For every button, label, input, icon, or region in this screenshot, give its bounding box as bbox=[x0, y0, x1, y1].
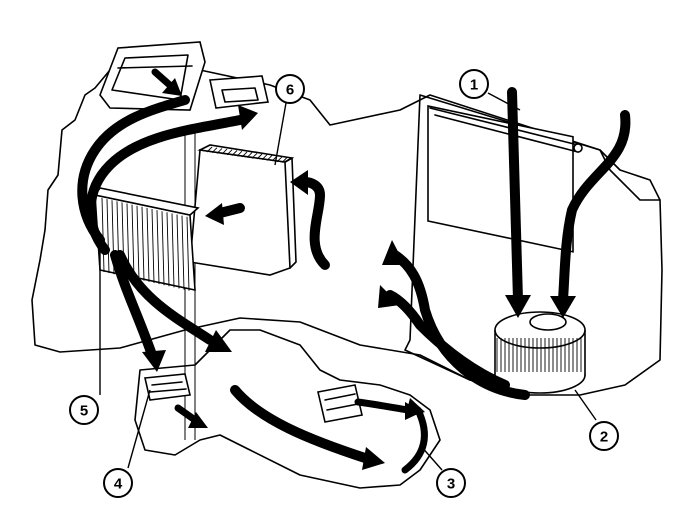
leader-line-1 bbox=[487, 92, 521, 111]
heater-core-fin bbox=[256, 153, 263, 160]
heater-core-fin bbox=[281, 157, 288, 163]
arrow-head bbox=[550, 296, 576, 318]
airflow-arrow bbox=[115, 250, 215, 345]
evaporator-fin bbox=[171, 213, 175, 288]
heater-core-fin bbox=[216, 148, 223, 154]
evaporator-fin bbox=[141, 206, 145, 281]
floor-door bbox=[144, 373, 191, 401]
heater-core-fin bbox=[236, 150, 243, 157]
leader-line-4 bbox=[127, 389, 151, 469]
evaporator-fin bbox=[106, 199, 110, 274]
leader-line-3 bbox=[419, 444, 443, 471]
callout-label: 2 bbox=[600, 429, 608, 446]
arrow-head bbox=[205, 330, 232, 352]
evaporator-fin bbox=[166, 212, 170, 287]
evaporator-fin bbox=[176, 214, 180, 289]
evaporator-fin bbox=[151, 208, 155, 284]
evaporator-fin bbox=[161, 211, 165, 286]
evaporator-fin bbox=[101, 197, 105, 273]
airflow-arrow bbox=[300, 177, 330, 270]
heater-core-fin bbox=[211, 147, 218, 154]
heater-core-fin bbox=[241, 151, 248, 158]
mode-door-top bbox=[209, 75, 269, 109]
airflow-arrow bbox=[401, 406, 428, 474]
evaporator-fin bbox=[146, 207, 150, 282]
arrow-head bbox=[142, 350, 166, 372]
callout-label: 4 bbox=[114, 476, 123, 493]
callout-1: 1 bbox=[459, 69, 489, 99]
airflow-arrow bbox=[385, 290, 510, 390]
heater-core-fin bbox=[251, 152, 258, 159]
evaporator-fin bbox=[186, 216, 190, 291]
evaporator-fin bbox=[136, 205, 140, 280]
evaporator-fin bbox=[131, 204, 135, 279]
arrow-head bbox=[362, 447, 385, 470]
arrow-head bbox=[382, 240, 405, 265]
arrow-head bbox=[378, 285, 400, 308]
blower-motor bbox=[494, 311, 586, 394]
leader-line-2 bbox=[574, 389, 597, 421]
arrow-head bbox=[290, 170, 308, 195]
callout-6: 6 bbox=[275, 74, 305, 104]
callout-label: 1 bbox=[470, 77, 478, 94]
arrow-head bbox=[162, 78, 182, 96]
leader-line-6 bbox=[274, 102, 287, 166]
callout-3: 3 bbox=[436, 468, 466, 498]
airflow-arrow bbox=[85, 115, 245, 255]
callout-5: 5 bbox=[69, 395, 99, 425]
airflow-arrow bbox=[174, 404, 199, 424]
arrow-head bbox=[205, 203, 224, 225]
airflow-arrow bbox=[390, 250, 530, 400]
airflow-arrow bbox=[230, 385, 370, 463]
evaporator-fin bbox=[156, 210, 160, 285]
evaporator-fin bbox=[181, 215, 185, 290]
airflow-arrow bbox=[110, 250, 157, 360]
callout-4: 4 bbox=[103, 468, 133, 498]
airflow-arrow bbox=[354, 398, 412, 414]
heater-core-fin bbox=[221, 148, 228, 155]
heater-core-fin bbox=[266, 155, 273, 161]
airflow-arrow bbox=[507, 87, 523, 305]
airflow-arrow bbox=[151, 68, 176, 91]
callout-label: 5 bbox=[80, 403, 88, 420]
arrow-head bbox=[405, 398, 425, 418]
callout-label: 3 bbox=[447, 476, 455, 493]
floor-duct-housing bbox=[134, 329, 441, 489]
heater-core-fin bbox=[231, 150, 238, 156]
airflow-arrow bbox=[558, 110, 631, 305]
heater-core-fin bbox=[276, 156, 283, 163]
heater-core-fin bbox=[261, 154, 268, 161]
arrow-head bbox=[238, 105, 258, 130]
arrow-head bbox=[188, 412, 208, 428]
recirc-door bbox=[427, 105, 583, 253]
callout-label: 6 bbox=[286, 82, 294, 99]
heater-core-fin bbox=[206, 146, 213, 153]
heater-core-fin bbox=[226, 149, 233, 156]
floor-outlet-door bbox=[317, 384, 363, 423]
heater-core-fin bbox=[246, 152, 253, 158]
airflow-arrow bbox=[215, 203, 245, 218]
callout-2: 2 bbox=[589, 421, 619, 451]
arrow-head bbox=[505, 295, 531, 318]
